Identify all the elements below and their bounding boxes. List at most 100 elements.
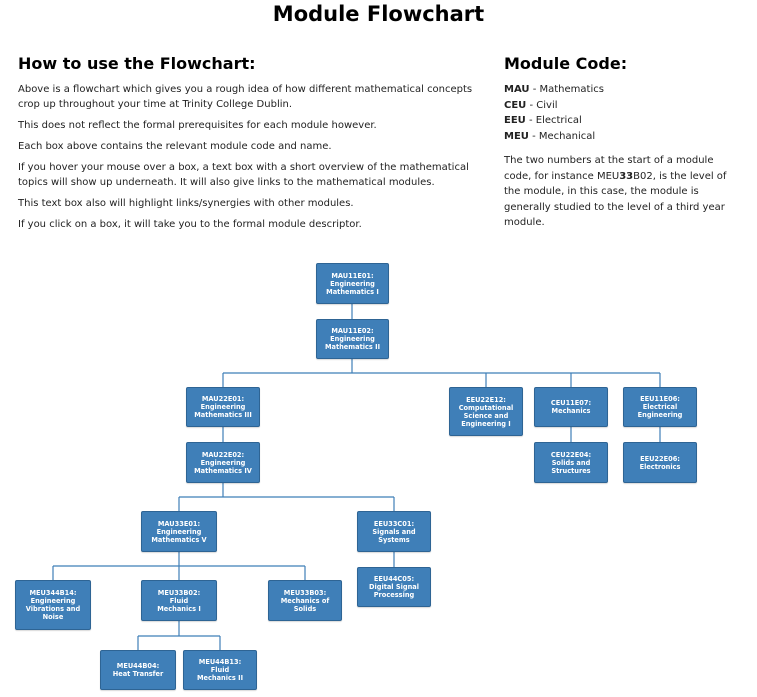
module-title: Mathematics IV	[194, 466, 252, 475]
code-abbr: MAU	[504, 84, 530, 95]
module-code: CEU11E07:	[550, 399, 592, 407]
module-code-eeu: EEU - Electrical	[504, 113, 729, 129]
module-code-description: The two numbers at the start of a module…	[504, 153, 729, 231]
module-title: Signals and	[372, 527, 416, 536]
module-title: Solids and	[551, 458, 591, 467]
module-title: Mechanics	[551, 407, 591, 415]
page-title: Module Flowchart	[272, 2, 485, 26]
module-code-meu: MEU - Mechanical	[504, 129, 729, 145]
module-title: Mathematics III	[194, 411, 252, 419]
module-title: Engineering	[200, 403, 246, 411]
module-title: Fluid	[210, 666, 230, 674]
module-code: EEU44C05:	[373, 575, 415, 583]
module-box-ceu11e07[interactable]: CEU11E07:Mechanics	[534, 387, 608, 427]
code-name: - Electrical	[525, 115, 582, 126]
description-part: B02, is the level of the module, in this…	[504, 170, 727, 229]
module-title: Engineering	[330, 335, 375, 343]
module-code: EEU22E12:	[466, 395, 506, 404]
module-title: Mechanics of	[280, 596, 330, 605]
module-title: Systems	[378, 535, 410, 544]
module-title: Mechanics II	[196, 674, 244, 682]
module-box-meu44b04[interactable]: MEU44B04:Heat Transfer	[100, 650, 176, 690]
module-code-mau: MAU - Mathematics	[504, 82, 729, 98]
module-title: Electronics	[639, 462, 681, 471]
module-code: MEU344B14:	[29, 589, 77, 597]
module-title: Mechanics I	[157, 604, 201, 613]
how-to-section: How to use the Flowchart: Above is a flo…	[18, 54, 478, 238]
module-code: MEU33B03:	[283, 588, 327, 597]
code-abbr: EEU	[504, 115, 526, 126]
module-title: Engineering	[156, 527, 202, 536]
how-to-paragraph: If you click on a box, it will take you …	[18, 219, 362, 230]
module-code: MAU33E01:	[157, 519, 201, 528]
module-box-eeu22e06[interactable]: EEU22E06:Electronics	[623, 442, 697, 483]
module-title: Mathematics II	[324, 343, 381, 351]
module-title: Engineering	[637, 411, 683, 419]
module-code: EEU11E06:	[640, 395, 680, 403]
module-title: Structures	[551, 466, 591, 475]
description-level: 33	[619, 170, 634, 182]
module-code: MAU11E02:	[331, 327, 374, 335]
module-title: Mathematics V	[151, 535, 207, 544]
module-title: Computational	[458, 403, 514, 412]
code-name: - Mechanical	[528, 130, 596, 142]
module-code: MAU22E02:	[201, 450, 245, 459]
module-code: MEU33B02:	[157, 588, 201, 597]
module-code: CEU22E04:	[550, 450, 592, 459]
module-code: MAU22E01:	[201, 395, 245, 403]
how-to-paragraph: This does not reflect the formal prerequ…	[18, 120, 377, 131]
how-to-paragraph: If you hover your mouse over a box, a te…	[18, 162, 469, 188]
module-title: Engineering I	[461, 419, 511, 428]
module-code-section: Module Code: MAU - Mathematics CEU - Civ…	[504, 54, 729, 231]
code-name: - Civil	[526, 99, 558, 111]
module-code-ceu: CEU - Civil	[504, 98, 729, 114]
module-title: Engineering	[330, 279, 375, 288]
how-to-paragraph: Above is a flowchart which gives you a r…	[18, 84, 473, 110]
module-title: Engineering	[200, 458, 246, 467]
module-title: Digital Signal	[368, 583, 419, 591]
module-box-label: EEU22E06:Electronics	[640, 455, 681, 471]
module-title: Electrical	[642, 403, 678, 411]
module-title: Mathematics I	[326, 287, 379, 296]
module-title: Science and	[463, 411, 509, 420]
module-title: Processing	[373, 591, 415, 599]
module-code-heading: Module Code:	[504, 54, 628, 73]
module-code: EEU22E06:	[640, 454, 680, 463]
how-to-paragraph: Each box above contains the relevant mod…	[18, 141, 332, 152]
module-title: Heat Transfer	[112, 670, 164, 678]
code-abbr: CEU	[504, 99, 527, 111]
module-box-label: MEU44B04:Heat Transfer	[113, 662, 164, 678]
how-to-paragraph: This text box also will highlight links/…	[18, 198, 354, 209]
description-part: The two numbers at the start of a module…	[504, 155, 714, 182]
module-title: Fluid	[169, 596, 189, 605]
module-box-label: CEU11E07:Mechanics	[551, 399, 591, 415]
code-name: - Mathematics	[529, 84, 604, 95]
